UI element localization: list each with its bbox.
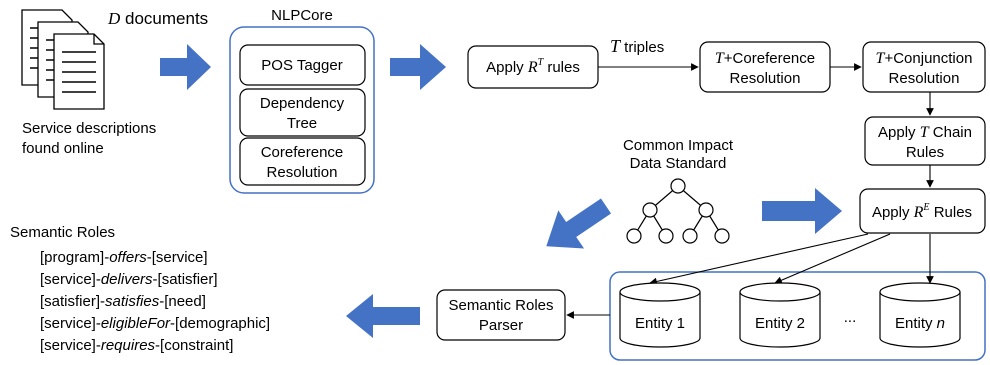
chain-rules-label-2: Rules xyxy=(906,144,944,161)
dependency-tree-label-1: Dependency xyxy=(260,95,345,112)
parser-label-1: Semantic Roles xyxy=(448,297,553,314)
documents-caption-line1: Service descriptions xyxy=(22,120,156,137)
re-to-entity2-arrow xyxy=(774,233,891,284)
parser-to-roles-arrow xyxy=(346,294,420,338)
semantic-role-row: [service]-requires-[constraint] xyxy=(40,337,233,354)
entity-2-cylinder xyxy=(739,282,821,348)
nlpcore-group xyxy=(229,26,375,194)
semantic-roles-list: [program]-offers-[service] [service]-del… xyxy=(40,249,270,354)
entity-n-label: Entity n xyxy=(895,315,945,332)
cids-to-semantic-roles-arrow xyxy=(546,198,612,249)
cids-label-1: Common Impact xyxy=(623,137,734,154)
chain-rules-label-1: Apply T Chain xyxy=(878,124,972,141)
dependency-tree-box xyxy=(239,88,366,137)
apply-re-rules-box xyxy=(859,188,986,234)
cids-to-re-arrow xyxy=(762,188,842,234)
semantic-role-row: [satisfier]-satisfies-[need] xyxy=(40,293,206,310)
pos-tagger-box xyxy=(239,44,366,86)
dependency-tree-label-2: Tree xyxy=(287,115,317,132)
documents-icon xyxy=(21,9,105,110)
entity-n-cylinder xyxy=(879,282,961,348)
entity-group xyxy=(609,271,986,361)
coref-resolution-label-1: T+Coreference xyxy=(715,50,815,67)
tree-icon xyxy=(626,178,730,244)
nlpcore-coreference-label-1: Coreference xyxy=(261,144,344,161)
documents-caption-line2: found online xyxy=(22,140,104,157)
entity-1-cylinder xyxy=(619,282,701,348)
triples-label: T triples xyxy=(610,36,664,56)
nlpcore-to-rules-arrow xyxy=(390,44,446,90)
re-to-entity1-arrow xyxy=(649,233,869,286)
documents-label: D documents xyxy=(107,9,208,28)
entity-ellipsis: ... xyxy=(844,309,857,326)
pos-tagger-label: POS Tagger xyxy=(261,57,342,74)
entity-2-label: Entity 2 xyxy=(755,315,805,332)
semantic-roles-parser-box xyxy=(436,289,566,341)
semantic-role-row: [program]-offers-[service] xyxy=(40,249,208,266)
nlpcore-coreference-box xyxy=(239,137,366,186)
conjunction-resolution-box xyxy=(862,41,986,93)
semantic-roles-title: Semantic Roles xyxy=(10,224,115,241)
nlpcore-coreference-label-2: Resolution xyxy=(267,164,338,181)
semantic-role-row: [service]-eligibleFor-[demographic] xyxy=(40,315,270,332)
apply-rt-rules-label: Apply RT rules xyxy=(486,57,580,76)
coref-resolution-label-2: Resolution xyxy=(730,70,801,87)
conjunction-resolution-label-2: Resolution xyxy=(889,70,960,87)
entity-1-label: Entity 1 xyxy=(635,315,685,332)
semantic-role-row: [service]-delivers-[satisfier] xyxy=(40,271,218,288)
chain-rules-box xyxy=(864,116,986,166)
parser-label-2: Parser xyxy=(479,317,523,334)
apply-re-rules-label: Apply RE Rules xyxy=(872,202,972,221)
nlpcore-title: NLPCore xyxy=(271,7,333,24)
docs-to-nlpcore-arrow xyxy=(160,44,211,90)
conjunction-resolution-label-1: T+Conjunction xyxy=(876,50,973,67)
cids-label-2: Data Standard xyxy=(630,155,727,172)
